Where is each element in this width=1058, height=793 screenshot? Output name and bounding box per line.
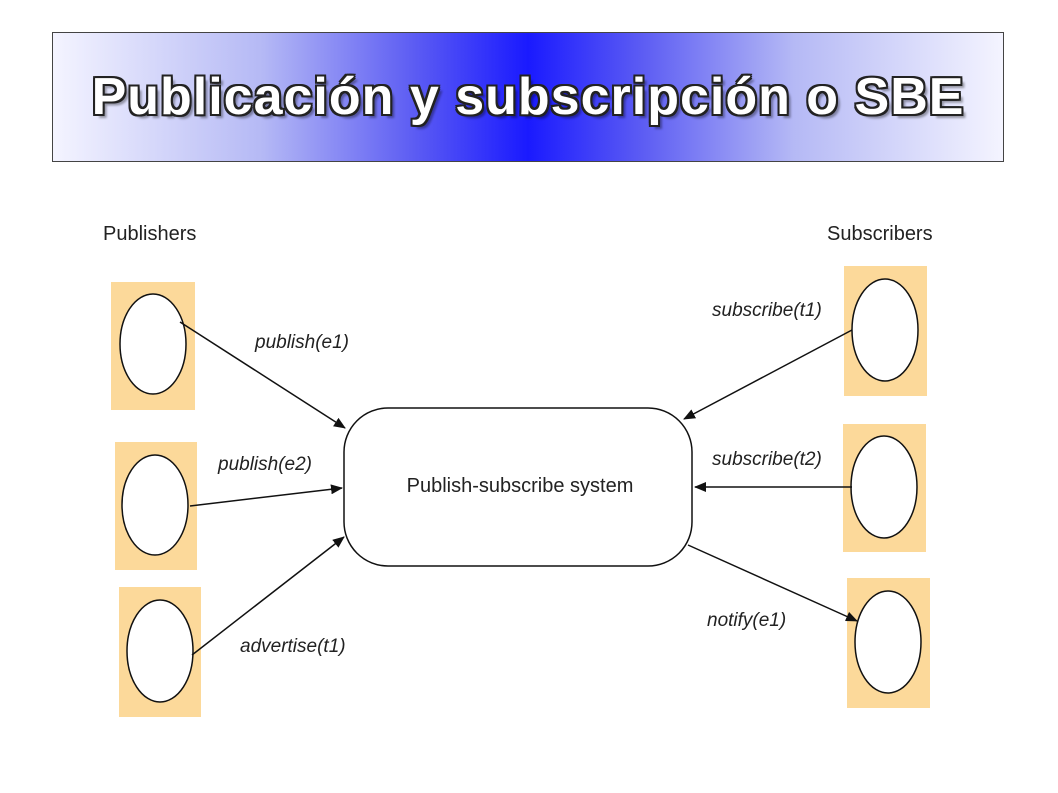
edge-label-notify-e1: notify(e1) <box>707 610 786 631</box>
subscribers-label: Subscribers <box>827 223 933 245</box>
edge-label-publish-e1: publish(e1) <box>254 332 349 353</box>
subscriber-node-2 <box>843 424 926 552</box>
edge-publish-e1: publish(e1) <box>179 321 349 429</box>
publisher-node-1 <box>111 282 195 410</box>
page-title: Publicación y subscripción o SBE <box>91 68 965 126</box>
edge-advertise-t1: advertise(t1) <box>191 536 346 657</box>
edge-notify-e1: notify(e1) <box>687 544 858 631</box>
edge-label-advertise-t1: advertise(t1) <box>240 636 346 657</box>
subscriber-node-1 <box>844 266 927 396</box>
publisher-node-2 <box>115 442 197 570</box>
edge-label-subscribe-t2: subscribe(t2) <box>712 449 822 470</box>
subscriber-node-3 <box>847 578 930 708</box>
edge-subscribe-t2: subscribe(t2) <box>694 449 852 492</box>
publisher-node-3 <box>119 587 201 717</box>
title-banner: Publicación y subscripción o SBE <box>52 32 1004 162</box>
edge-subscribe-t1: subscribe(t1) <box>683 300 853 420</box>
edge-label-subscribe-t1: subscribe(t1) <box>712 300 822 321</box>
system-label: Publish-subscribe system <box>407 475 634 497</box>
system-box: Publish-subscribe system <box>343 407 693 567</box>
publishers-label: Publishers <box>103 223 196 245</box>
edge-label-publish-e2: publish(e2) <box>217 454 312 475</box>
edge-publish-e2: publish(e2) <box>189 454 343 507</box>
